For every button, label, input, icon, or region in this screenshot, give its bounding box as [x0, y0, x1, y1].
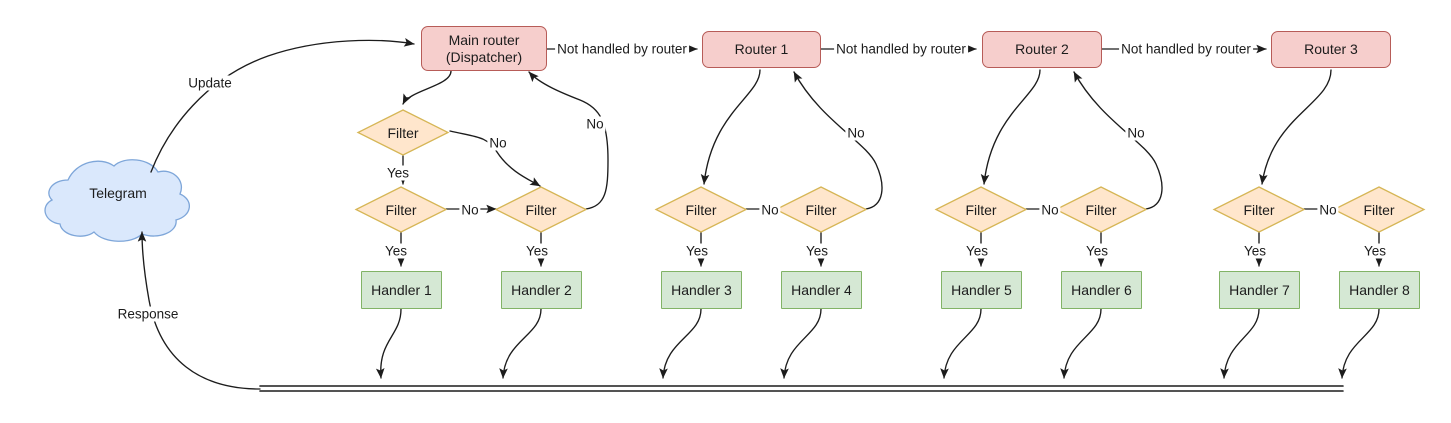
filter-diamond-f6 [1054, 186, 1148, 233]
node-handler-6[interactable]: Handler 6 [1061, 271, 1142, 309]
edge-f6-no-back [1073, 71, 1163, 210]
filter-diamond-f7 [1212, 186, 1306, 233]
edge-label-no-f7: No [1317, 202, 1339, 218]
node-handler-4[interactable]: Handler 4 [781, 271, 862, 309]
edge-r1-to-f3 [700, 69, 761, 185]
edge-h3-to-merge [659, 308, 702, 379]
edge-label-no-f2: No [584, 116, 606, 132]
edge-r3-to-f7 [1259, 69, 1332, 185]
edge-label-not-handled-1: Not handled by router [555, 41, 689, 57]
node-router-2[interactable]: Router 2 [982, 31, 1102, 68]
node-router-3[interactable]: Router 3 [1271, 31, 1391, 68]
edge-h6-to-merge [1060, 308, 1102, 379]
edge-label-no-f1: No [459, 202, 481, 218]
node-handler-8[interactable]: Handler 8 [1339, 271, 1420, 309]
node-router-1[interactable]: Router 1 [702, 31, 821, 68]
edge-label-not-handled-2: Not handled by router [834, 41, 968, 57]
edge-h2-to-merge [499, 308, 542, 379]
edge-r2-to-f5 [980, 69, 1041, 185]
edge-label-yes-f0: Yes [384, 165, 412, 181]
main-router-label-line2: (Dispatcher) [445, 48, 523, 65]
edge-update [150, 38, 415, 173]
node-handler-7[interactable]: Handler 7 [1219, 271, 1300, 309]
filter-diamond-f4 [774, 186, 868, 233]
edge-f0-no [449, 130, 541, 187]
filter-diamond-f8 [1332, 186, 1426, 233]
edge-label-no-f6: No [1125, 125, 1147, 141]
filter-diamond-f3 [654, 186, 748, 233]
node-handler-5[interactable]: Handler 5 [941, 271, 1022, 309]
edge-label-no-f5: No [1039, 202, 1061, 218]
node-handler-2[interactable]: Handler 2 [501, 271, 582, 309]
edge-h1-to-merge [375, 308, 402, 379]
filter-diamond-f5 [934, 186, 1028, 233]
edge-label-yes-f1: Yes [382, 243, 410, 259]
edge-label-yes-f3: Yes [683, 243, 711, 259]
edge-h4-to-merge [780, 308, 822, 379]
edge-h7-to-merge [1220, 308, 1260, 379]
edge-label-yes-f5: Yes [963, 243, 991, 259]
edge-label-yes-f4: Yes [803, 243, 831, 259]
edge-label-yes-f7: Yes [1241, 243, 1269, 259]
edge-label-yes-f8: Yes [1361, 243, 1389, 259]
edge-label-no-f0: No [487, 135, 509, 151]
filter-diamond-f1 [354, 186, 448, 233]
filter-diamond-f2 [494, 186, 588, 233]
edge-label-yes-f2: Yes [523, 243, 551, 259]
node-handler-3[interactable]: Handler 3 [661, 271, 742, 309]
edge-main-to-f0 [402, 70, 452, 105]
edge-label-yes-f6: Yes [1083, 243, 1111, 259]
edge-label-response: Response [115, 306, 181, 322]
edge-label-no-f3: No [759, 202, 781, 218]
edge-label-no-f4: No [845, 125, 867, 141]
main-router-label-line1: Main router [448, 31, 520, 48]
edge-f4-no-back [793, 71, 883, 210]
edge-label-update: Update [186, 75, 234, 91]
node-main-router[interactable]: Main router (Dispatcher) [421, 26, 547, 71]
edge-label-not-handled-3: Not handled by router [1119, 41, 1253, 57]
telegram-cloud-shape [44, 159, 190, 242]
edge-h5-to-merge [940, 308, 982, 379]
edge-h8-to-merge [1338, 308, 1380, 379]
filter-diamond-f0 [356, 109, 450, 156]
node-handler-1[interactable]: Handler 1 [361, 271, 442, 309]
